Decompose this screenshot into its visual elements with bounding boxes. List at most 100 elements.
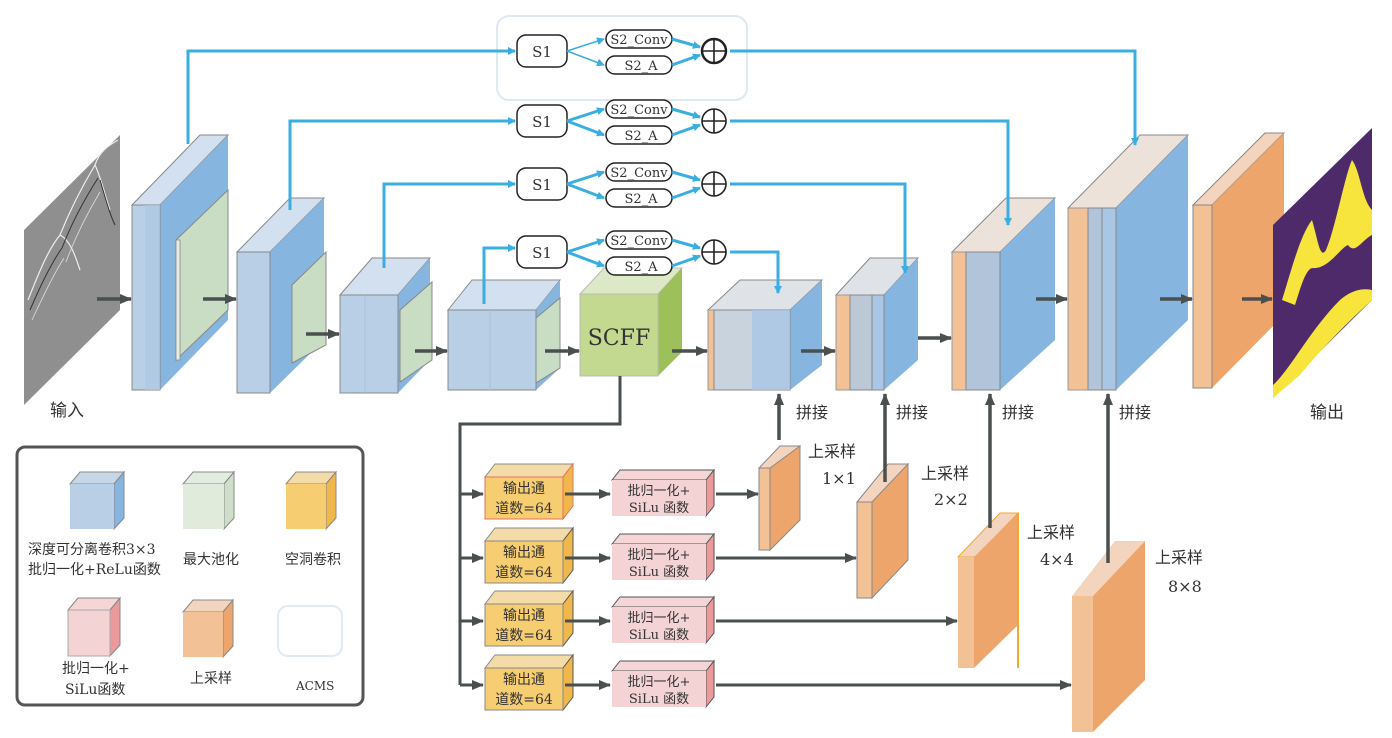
- pink-cube-icon: [66, 596, 122, 658]
- s1-label: S1: [532, 176, 552, 194]
- legend-item-2-label: 最大池化: [183, 552, 239, 568]
- output-image: [1273, 128, 1372, 398]
- concat-arrows: [774, 393, 1113, 563]
- dilated-label-2: 道数=64: [495, 501, 553, 517]
- s1-label: S1: [532, 113, 552, 131]
- dilated-label-2: 道数=64: [495, 565, 553, 581]
- encoder-block-1: [130, 134, 230, 391]
- bn-label-1: 批归一化+: [628, 484, 691, 499]
- legend-item-3-label: 空洞卷积: [285, 552, 341, 568]
- encoder-block-3: [338, 257, 433, 394]
- concat-label-3: 拼接: [1002, 403, 1034, 422]
- decoder-block-3: [950, 197, 1057, 391]
- s2-a-label: S2_A: [624, 192, 658, 207]
- dilated-label-1: 输出通: [503, 608, 545, 624]
- bn-label-1: 批归一化+: [628, 611, 691, 626]
- s1-label: S1: [532, 43, 552, 61]
- scff-label: SCFF: [588, 326, 650, 351]
- add-icon: [700, 37, 728, 65]
- concat-label-4: 拼接: [1119, 403, 1151, 422]
- s2-conv-label: S2_Conv: [610, 234, 668, 249]
- bn-label-2: SiLu 函数: [629, 692, 689, 707]
- upsample-block-3: [956, 512, 1020, 668]
- legend-item-5-label: 上采样: [190, 671, 232, 687]
- add-icon: [701, 171, 727, 197]
- encoder-block-4: [446, 279, 562, 391]
- bn-label-2: SiLu 函数: [629, 501, 689, 516]
- bn-label-2: SiLu 函数: [629, 565, 689, 580]
- s2-conv-label: S2_Conv: [610, 33, 668, 48]
- scff-block: SCFF: [578, 267, 684, 377]
- upsample-label-3-scale: 4×4: [1040, 550, 1074, 569]
- orange-cube-icon: [181, 598, 235, 659]
- legend-item-6-label: ACMS: [295, 679, 334, 693]
- legend: 深度可分离卷积3×3 批归一化+ReLu函数 最大池化 空洞卷积 批归一化+ S…: [15, 445, 365, 707]
- concat-label-2: 拼接: [896, 403, 928, 422]
- s2-conv-label: S2_Conv: [610, 103, 668, 118]
- input-label: 输入: [50, 401, 84, 421]
- s2-a-label: S2_A: [624, 260, 658, 275]
- decoder-block-4: [1066, 134, 1190, 391]
- upsample-block-1: [757, 445, 802, 552]
- upsample-label-4-title: 上采样: [1155, 548, 1203, 567]
- legend-item-4-line2: SiLu函数: [65, 682, 125, 698]
- bn-silu-block: 批归一化+ SiLu 函数: [610, 532, 716, 582]
- s2-a-label: S2_A: [624, 129, 658, 144]
- skip-connections: [186, 47, 1139, 304]
- bn-label-1: 批归一化+: [628, 548, 691, 563]
- input-image: [24, 135, 120, 405]
- dilated-label-2: 道数=64: [495, 628, 553, 644]
- upsample-label-3-title: 上采样: [1027, 523, 1075, 542]
- bn-label-1: 批归一化+: [628, 675, 691, 690]
- s2-a-label: S2_A: [624, 59, 658, 74]
- bn-silu-block: 批归一化+ SiLu 函数: [610, 659, 716, 709]
- dilated-label-1: 输出通: [503, 481, 545, 497]
- add-icon: [701, 108, 727, 134]
- decoder-block-2: [834, 257, 920, 391]
- decoder-block-1: [706, 279, 824, 391]
- decoder-block-5: [1191, 132, 1286, 389]
- green-cube-icon: [181, 470, 236, 531]
- blue-cube-icon: [68, 470, 126, 531]
- output-label: 输出: [1310, 403, 1344, 423]
- encoder-block-2: [235, 197, 327, 394]
- s2-conv-label: S2_Conv: [610, 166, 668, 181]
- main-flow-arrows: [97, 294, 1273, 356]
- dilated-label-2: 道数=64: [495, 692, 553, 708]
- bn-label-2: SiLu 函数: [629, 628, 689, 643]
- upsample-block-2: [855, 462, 910, 600]
- legend-item-1-line2: 批归一化+ReLu函数: [28, 561, 161, 578]
- concat-label-1: 拼接: [796, 403, 828, 422]
- upsample-label-1-scale: 1×1: [822, 469, 856, 488]
- s1-label: S1: [532, 244, 552, 262]
- legend-item-4-line1: 批归一化+: [62, 660, 130, 677]
- upsample-block-4: [1072, 541, 1145, 732]
- upsample-label-4-scale: 8×8: [1168, 577, 1202, 596]
- yellow-cube-icon: [284, 470, 338, 531]
- acms-modules: S1S2_ConvS2_AS1S2_ConvS2_AS1S2_ConvS2_AS…: [516, 29, 728, 276]
- bn-silu-block: 批归一化+ SiLu 函数: [610, 468, 716, 518]
- acms-box-icon: [277, 605, 343, 657]
- upsample-label-2-scale: 2×2: [934, 490, 968, 509]
- upsample-label-1-title: 上采样: [808, 442, 856, 461]
- scff-branch-lines: [458, 376, 622, 690]
- legend-item-1-line1: 深度可分离卷积3×3: [28, 541, 156, 558]
- upsample-label-2-title: 上采样: [921, 464, 969, 483]
- bn-silu-block: 批归一化+ SiLu 函数: [610, 595, 716, 645]
- dilated-label-1: 输出通: [503, 545, 545, 561]
- dilated-label-1: 输出通: [503, 672, 545, 688]
